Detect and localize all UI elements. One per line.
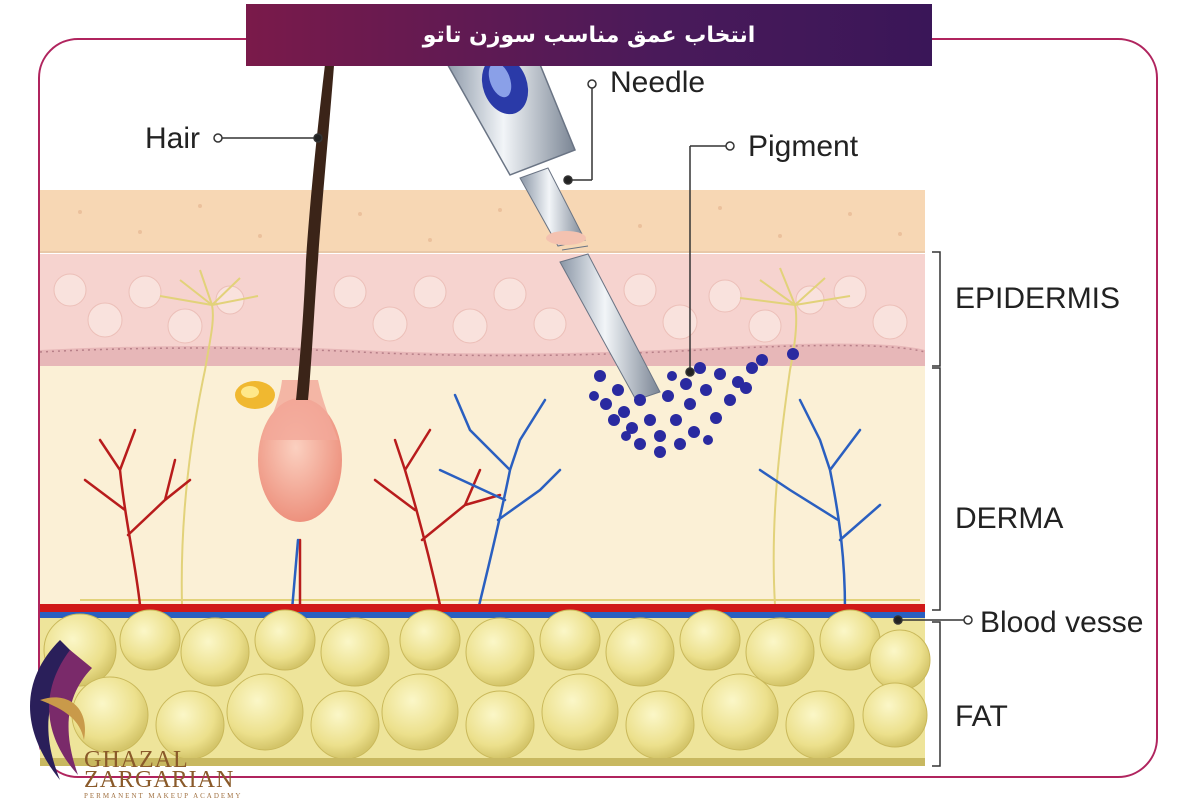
label-derma: DERMA [955,502,1063,535]
label-blood-vessel: Blood vesse [980,606,1143,639]
label-pigment: Pigment [748,130,859,163]
hair-shaft [296,40,336,400]
label-fat: FAT [955,700,1008,733]
label-needle: Needle [610,66,705,99]
logo-line-1: GHAZAL [84,747,189,773]
pigment-particles [589,348,799,458]
artery-network [83,428,502,607]
label-hair: Hair [145,122,200,155]
page-title: انتخاب عمق مناسب سوزن تاتو [246,4,932,66]
logo-text: GHAZAL ZARGARIAN PERMANENT MAKEUP ACADEM… [84,748,242,800]
dermis-layer [40,366,925,608]
vein-network [290,393,882,612]
surface-texture [78,204,902,242]
blood-vessel-band [40,604,925,612]
logo-tagline: PERMANENT MAKEUP ACADEMY [84,792,243,800]
leader-lines [213,79,973,767]
logo-line-2: ZARGARIAN [84,767,235,793]
hair-follicle [235,380,342,522]
nerve-fibres [80,267,920,606]
tattoo-needle [443,39,661,401]
skin-surface-layer [40,190,925,252]
label-epidermis: EPIDERMIS [955,282,1120,315]
logo-emblem [30,640,92,780]
epidermis-cells [53,273,908,344]
